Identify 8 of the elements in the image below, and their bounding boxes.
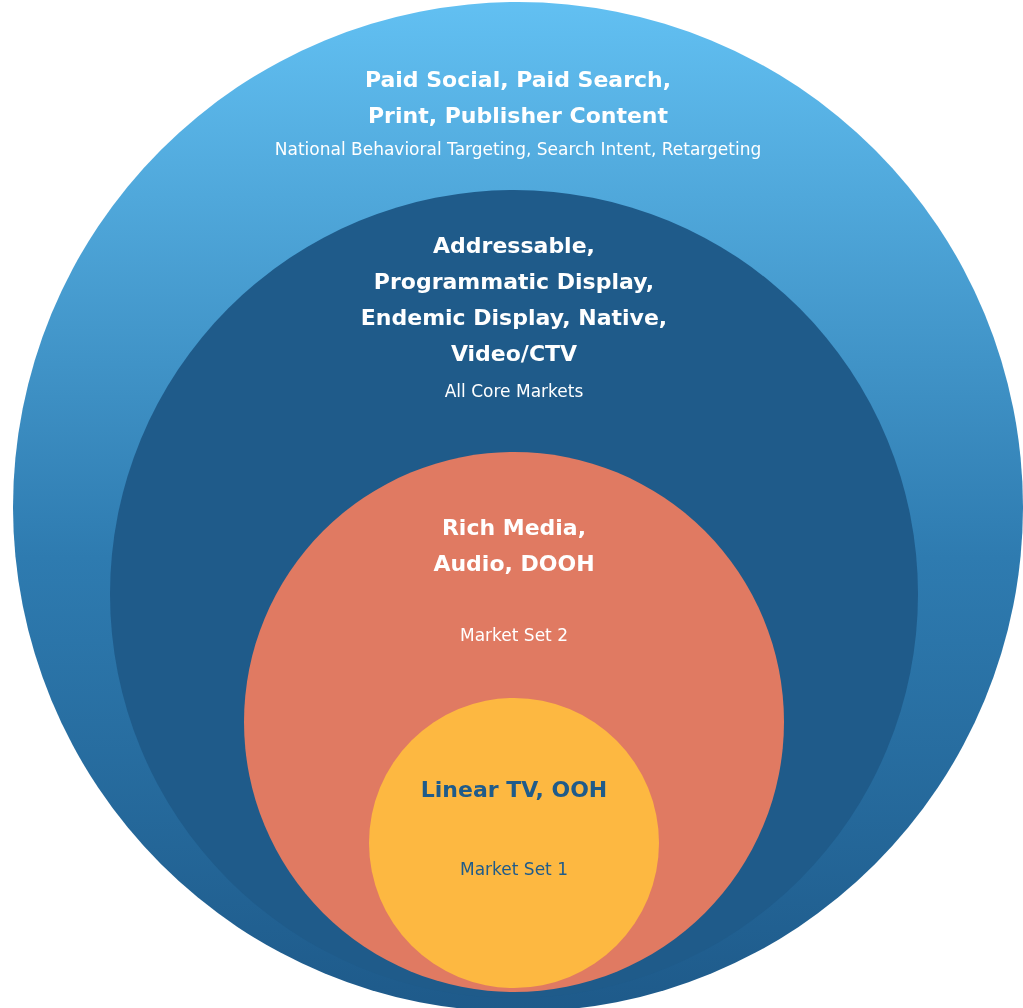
circle-subtitle: Market Set 2 [459,624,569,646]
circle-heading: Linear TV, OOH [419,776,609,804]
circle-subtitle: National Behavioral Targeting, Search Intent, Retargeting [273,138,763,160]
circle-subtitle: All Core Markets [443,380,585,402]
circle-heading: Paid Social, Paid Search, Print, Publisher Content [363,66,673,130]
circle-subtitle: Market Set 1 [459,858,569,880]
circle-heading: Rich Media, Audio, DOOH [432,514,596,578]
circle-heading: Addressable, Programmatic Display, Endemic Display, Native, Video/CTV [359,232,669,368]
